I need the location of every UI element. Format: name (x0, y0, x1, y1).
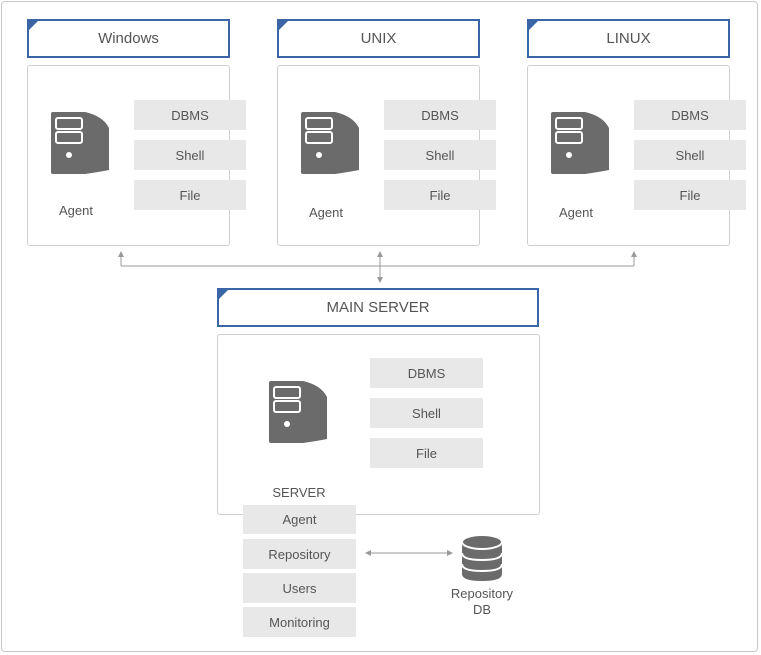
module-file: File (634, 180, 746, 210)
module-shell: Shell (134, 140, 246, 170)
database-icon (461, 534, 503, 581)
component-repository: Repository (243, 539, 356, 569)
corner-marker (529, 21, 538, 30)
agent-label: Agent (309, 205, 343, 220)
module-dbms: DBMS (370, 358, 483, 388)
module-dbms: DBMS (634, 100, 746, 130)
corner-marker (219, 290, 228, 299)
corner-marker (279, 21, 288, 30)
module-file: File (134, 180, 246, 210)
main-server-title-label: MAIN SERVER (326, 299, 430, 316)
module-file: File (384, 180, 496, 210)
module-shell: Shell (370, 398, 483, 428)
component-monitoring: Monitoring (243, 607, 356, 637)
repository-db-line1: Repository (450, 586, 514, 601)
repository-db-line2: DB (472, 602, 492, 617)
corner-marker (29, 21, 38, 30)
group-title-linux: LINUX (527, 19, 730, 58)
repository-db-label: Repository DB (441, 586, 523, 618)
module-dbms: DBMS (384, 100, 496, 130)
group-title-label: UNIX (360, 30, 397, 47)
module-shell: Shell (634, 140, 746, 170)
group-title-label: Windows (98, 30, 159, 47)
server-icon (301, 112, 359, 174)
module-file: File (370, 438, 483, 468)
group-title-unix: UNIX (277, 19, 480, 58)
server-icon (51, 112, 109, 174)
agent-label: Agent (559, 205, 593, 220)
main-server-title: MAIN SERVER (217, 288, 539, 327)
agent-label: Agent (59, 203, 93, 218)
group-title-windows: Windows (27, 19, 230, 58)
group-title-label: LINUX (606, 30, 651, 47)
server-icon (269, 381, 327, 443)
component-users: Users (243, 573, 356, 603)
module-dbms: DBMS (134, 100, 246, 130)
server-icon (551, 112, 609, 174)
module-shell: Shell (384, 140, 496, 170)
component-agent: Agent (243, 505, 356, 534)
server-label: SERVER (272, 485, 326, 500)
